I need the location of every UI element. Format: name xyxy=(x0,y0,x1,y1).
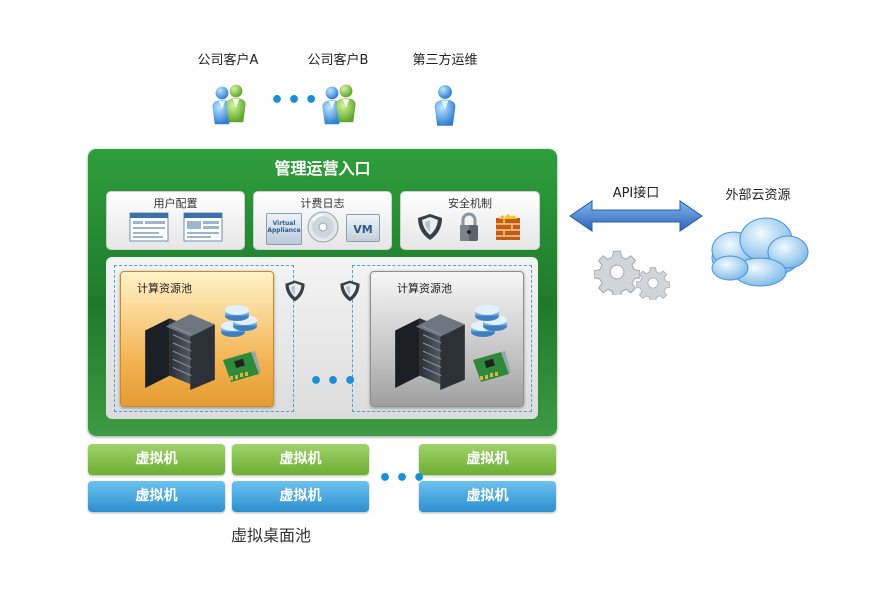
desktop-pool-label: 虚拟桌面池 xyxy=(231,526,312,545)
panel-title: 管理运营入口 xyxy=(274,159,371,178)
appliance-text: Appliance xyxy=(267,227,301,234)
vm-tile: 虚拟机 xyxy=(232,444,369,475)
server-rack-icon xyxy=(139,308,221,390)
vm-tile: 虚拟机 xyxy=(232,481,369,512)
card-security: 安全机制 xyxy=(400,191,540,250)
vm-icon-text: VM xyxy=(353,223,373,236)
api-label: API接口 xyxy=(612,186,660,201)
client-label-a: 公司客户A xyxy=(197,53,259,68)
double-arrow-icon xyxy=(568,199,704,233)
padlock-icon xyxy=(457,211,481,243)
gear-icon xyxy=(594,249,640,295)
card-title: 安全机制 xyxy=(448,197,492,210)
virtual-appliance-icon: Virtual Appliance xyxy=(266,213,302,245)
card-title: 用户配置 xyxy=(153,197,198,210)
vm-icon: VM xyxy=(346,214,380,242)
client-label-third-party: 第三方运维 xyxy=(412,53,478,68)
client-label-b: 公司客户B xyxy=(307,53,369,68)
shield-icon xyxy=(283,279,307,303)
storage-disk-icon xyxy=(469,302,509,342)
pool-title: 计算资源池 xyxy=(137,282,192,295)
card-billing-log: 计费日志 Virtual Appliance VM xyxy=(253,191,392,250)
user-icon xyxy=(430,78,460,130)
vm-tile: 虚拟机 xyxy=(419,444,556,475)
network-card-icon xyxy=(221,350,261,384)
compute-pool-2: 计算资源池 xyxy=(370,271,524,407)
compute-pool-1: 计算资源池 xyxy=(120,271,274,407)
cloud-icon xyxy=(700,206,812,292)
ellipsis-icon: ••• xyxy=(378,466,430,491)
network-card-icon xyxy=(471,350,511,384)
appliance-text: Virtual xyxy=(272,220,296,227)
ellipsis-icon: ••• xyxy=(270,88,322,113)
management-panel: 管理运营入口 用户配置 计费日志 Virtual Appliance VM 安全… xyxy=(88,149,557,436)
users-group-icon xyxy=(210,78,250,130)
resource-area: 计算资源池 计算资源池 ••• xyxy=(106,257,538,419)
users-group-icon xyxy=(320,78,360,130)
card-title: 计费日志 xyxy=(300,197,345,210)
window-screenshot-icon xyxy=(183,212,223,242)
pool-dashed-border-2 xyxy=(352,265,532,412)
window-screenshot-icon xyxy=(129,212,169,242)
vm-tile: 虚拟机 xyxy=(419,481,556,512)
server-rack-icon xyxy=(389,308,471,390)
pool-dashed-border-1 xyxy=(114,265,294,412)
shield-icon xyxy=(415,212,445,242)
gear-icon xyxy=(636,266,670,300)
external-cloud-label: 外部云资源 xyxy=(725,188,791,203)
firewall-icon xyxy=(493,212,523,242)
vm-tile: 虚拟机 xyxy=(88,481,225,512)
pool-title: 计算资源池 xyxy=(397,282,452,295)
disc-icon xyxy=(307,211,339,243)
vm-tile: 虚拟机 xyxy=(88,444,225,475)
card-user-config: 用户配置 xyxy=(106,191,245,250)
ellipsis-icon: ••• xyxy=(309,369,361,394)
shield-icon xyxy=(338,279,362,303)
storage-disk-icon xyxy=(219,302,259,342)
